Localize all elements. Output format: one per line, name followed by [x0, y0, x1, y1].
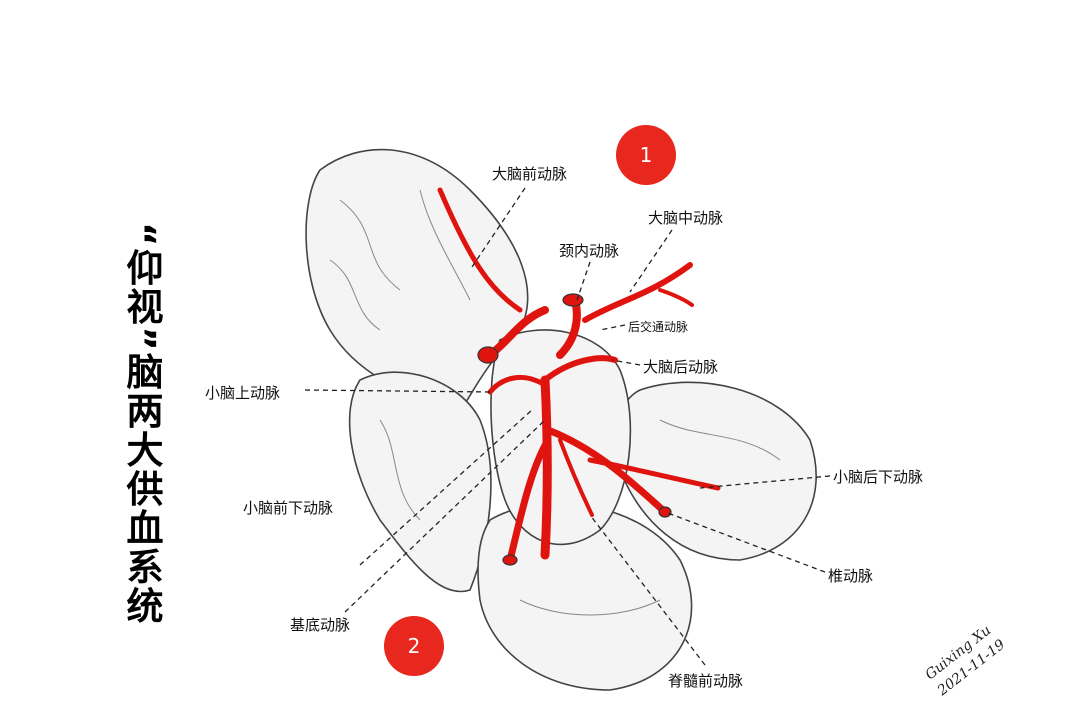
mca [582, 262, 693, 323]
label-posterior-inferior-cerebellar-artery: 小脑后下动脉 [833, 468, 924, 486]
temporal-lobe-left [348, 371, 492, 593]
vertebral-artery-right [544, 426, 669, 516]
label-superior-cerebellar-artery: 小脑上动脉 [205, 384, 281, 402]
leader-lines [304, 187, 831, 666]
sulci [329, 189, 781, 616]
arteries [437, 187, 721, 564]
label-basilar-artery: 基底动脉 [290, 616, 351, 634]
label-anterior-inferior-cerebellar-artery: 小脑前下动脉 [243, 499, 334, 517]
pca [542, 355, 618, 383]
label-posterior-cerebral-artery: 大脑后动脉 [643, 358, 719, 376]
diagram-title: “仰视”脑两大供血系统 [120, 222, 163, 626]
mca-branch [658, 288, 694, 307]
label-posterior-communicating-artery: 后交通动脉 [628, 320, 689, 334]
sca [487, 374, 548, 395]
basilar-artery [540, 375, 552, 560]
brain-outline [305, 148, 817, 691]
marker-1: 1 [616, 125, 676, 185]
asa [558, 438, 594, 517]
label-anterior-spinal-artery: 脊髓前动脉 [668, 672, 744, 690]
label-vertebral-artery: 椎动脉 [828, 567, 874, 585]
label-middle-cerebral-artery: 大脑中动脉 [648, 209, 724, 227]
frontal-lobe [305, 148, 529, 411]
aca [437, 187, 523, 313]
artery-stumps [477, 293, 672, 566]
vertebral-artery-left [506, 436, 552, 564]
label-anterior-cerebral-artery: 大脑前动脉 [492, 165, 568, 183]
pica [587, 457, 721, 491]
marker-2: 2 [384, 616, 444, 676]
label-internal-carotid-artery: 颈内动脉 [559, 242, 620, 260]
